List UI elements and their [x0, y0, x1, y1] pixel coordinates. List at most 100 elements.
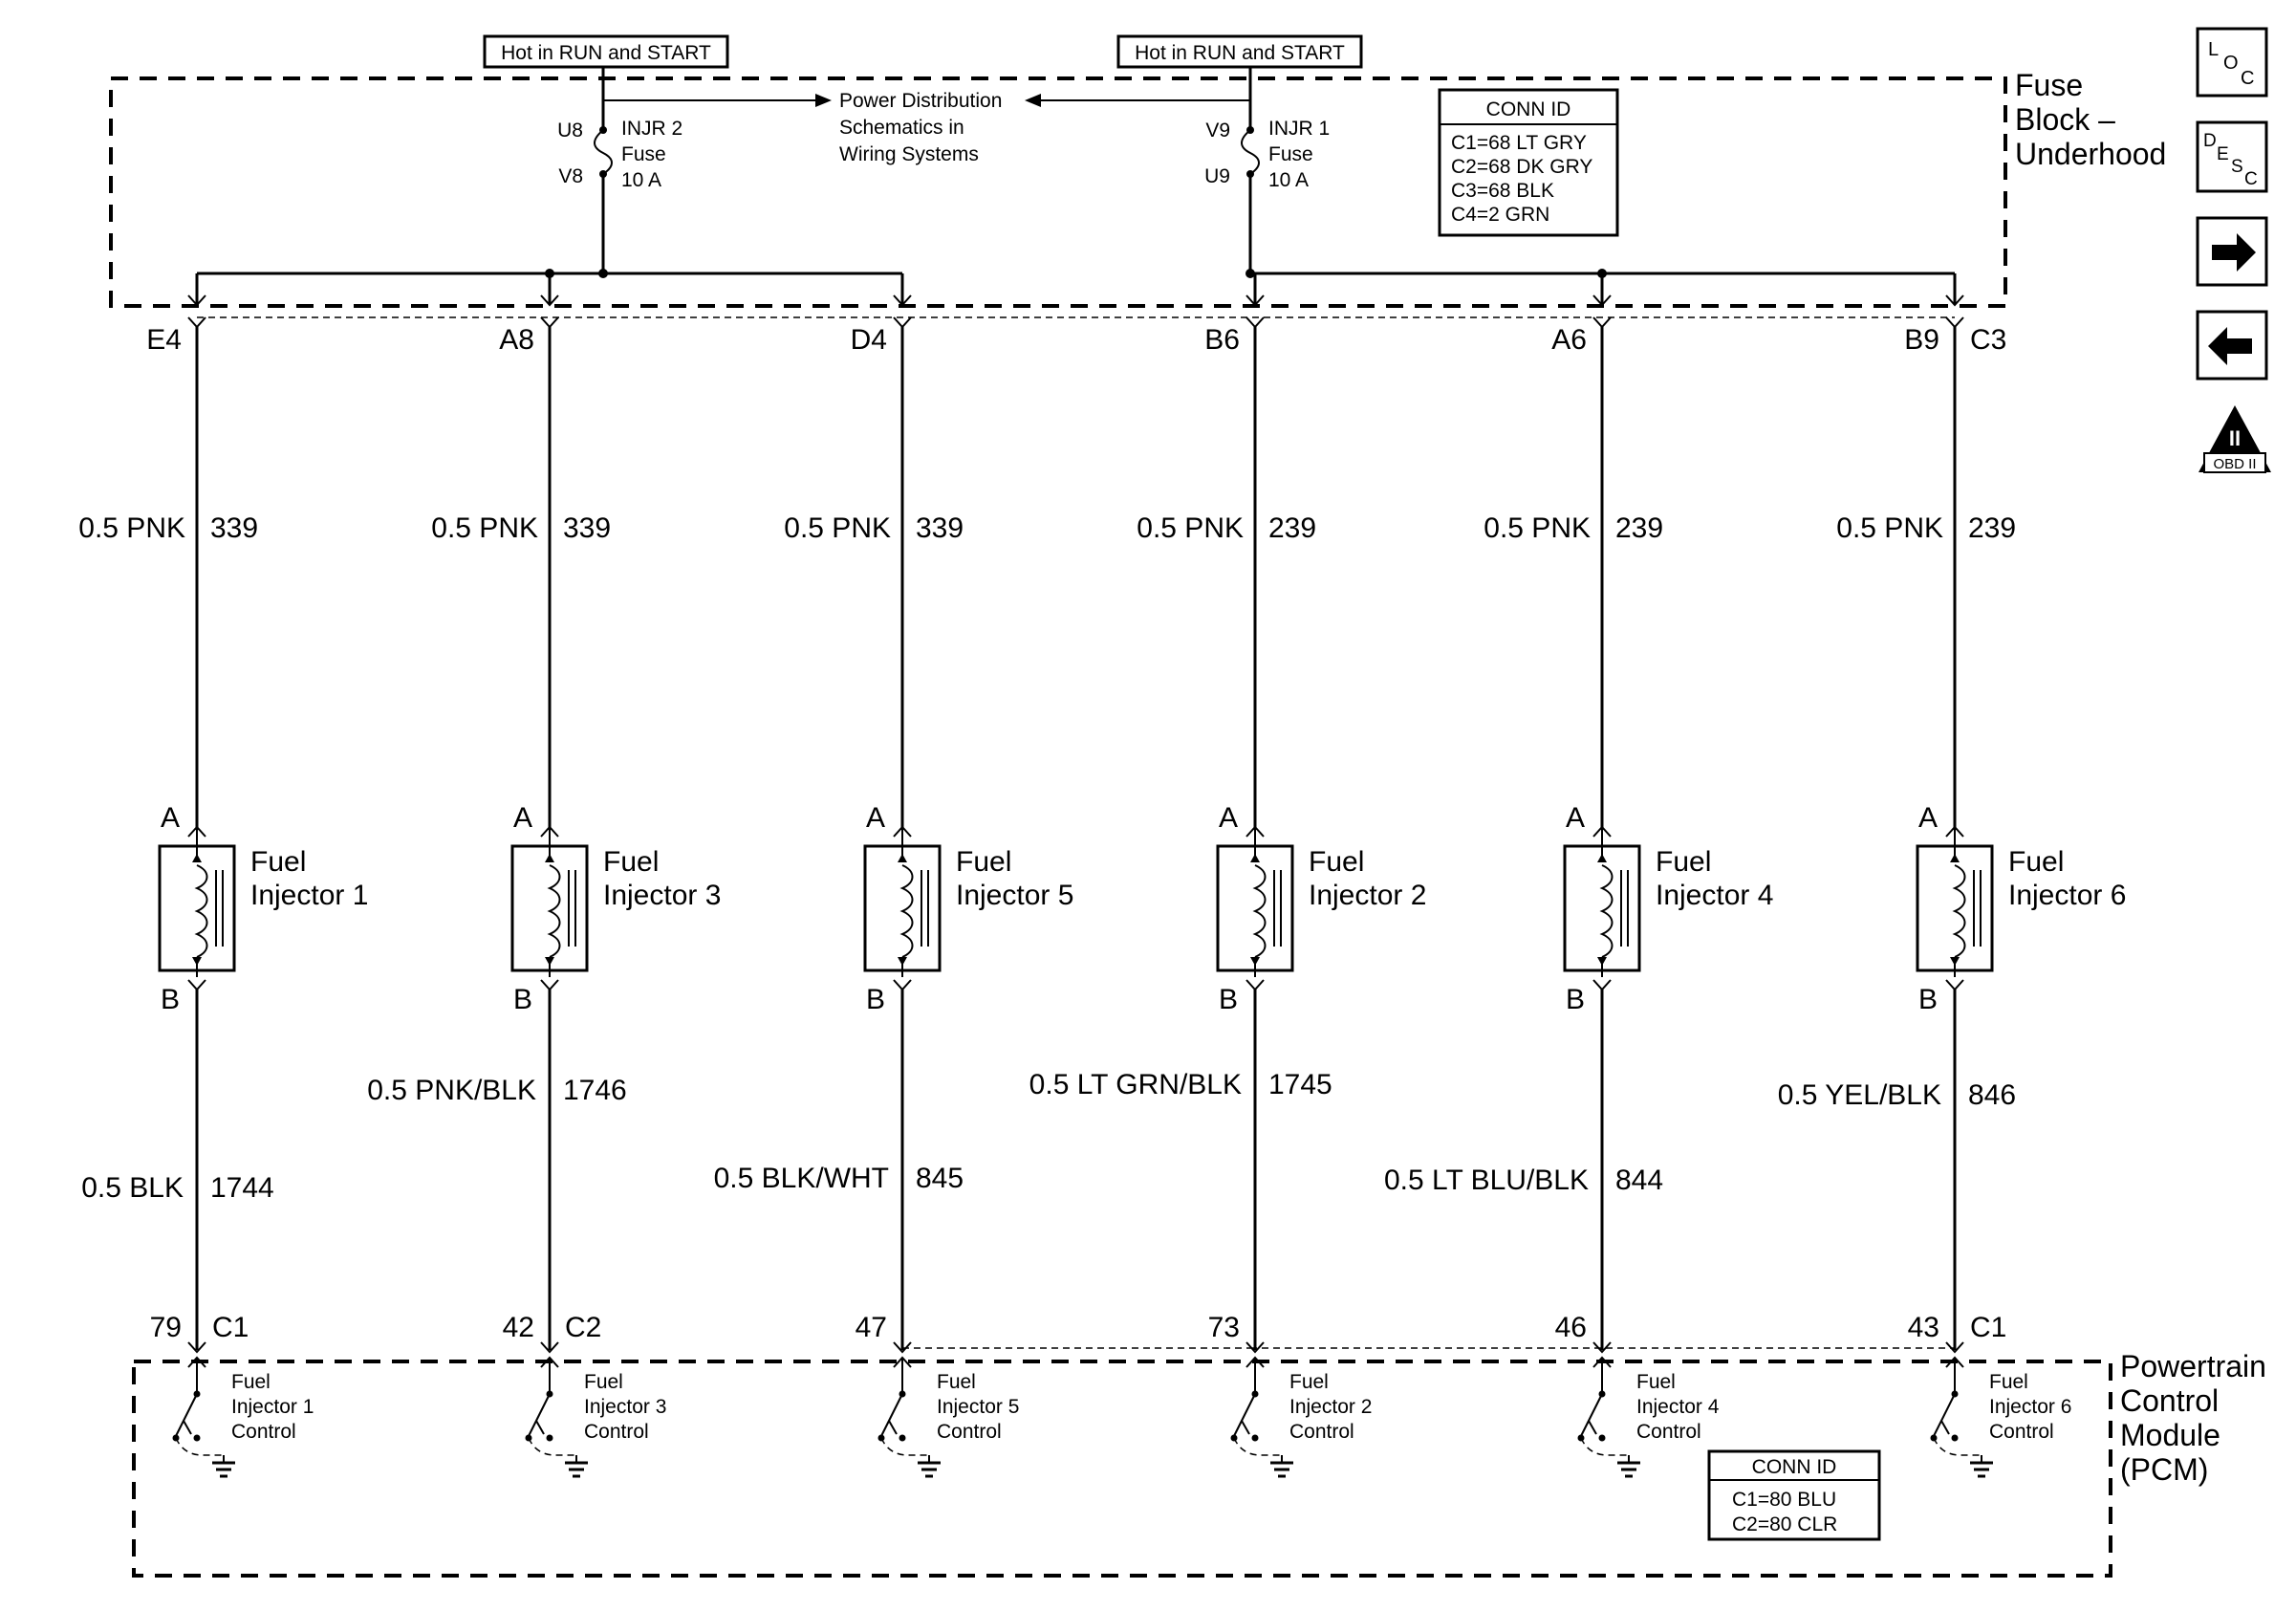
fuse-block-pin: A8	[499, 324, 534, 356]
injector-name-line-2: Injector 5	[956, 880, 1073, 911]
connector-terminal-icon	[1592, 316, 1612, 329]
fuse-left-bottom-pin: V8	[558, 165, 583, 187]
fuse-block-pin: B6	[1204, 324, 1240, 356]
fuse-injr2: U8 V8 INJR 2 Fuse 10 A	[557, 118, 682, 273]
obd-ii-button[interactable]: II OBD II	[2199, 405, 2271, 473]
connector-terminal-icon	[893, 316, 912, 329]
fuse-left-name: INJR 2	[621, 118, 682, 140]
fuse-block-label-2: Block –	[2015, 102, 2115, 137]
connector-terminal-icon	[1592, 825, 1612, 838]
connector-terminal-icon	[893, 825, 912, 838]
connector-terminal-icon	[1245, 316, 1265, 329]
switch-icon	[1233, 1393, 1256, 1437]
connector-terminal-icon	[540, 316, 559, 329]
control-wire-color: 0.5 PNK/BLK	[367, 1075, 536, 1106]
connector-terminal-icon	[1592, 979, 1612, 991]
control-label-line-2: Injector 4	[1636, 1396, 1720, 1418]
control-label-line-3: Control	[937, 1421, 1002, 1443]
next-button[interactable]	[2196, 216, 2268, 287]
description-button[interactable]: D E S C	[2196, 120, 2268, 193]
injector-pin-a: A	[513, 802, 532, 834]
control-wire-circuit: 1745	[1268, 1069, 1332, 1100]
arrow-right-icon	[2212, 233, 2256, 272]
control-wire-color: 0.5 LT GRN/BLK	[1029, 1069, 1242, 1100]
fuse-block-pin: B9	[1904, 324, 1939, 356]
fuse-injr1: V9 U9 INJR 1 Fuse 10 A	[1204, 118, 1330, 273]
power-wire-color: 0.5 PNK	[1484, 512, 1591, 544]
control-label-line-1: Fuel	[231, 1371, 271, 1393]
pcm-connector: C1	[1970, 1312, 2006, 1343]
control-label-line-3: Control	[1989, 1421, 2054, 1443]
previous-button[interactable]	[2196, 310, 2268, 381]
loc-icon-l: L	[2208, 39, 2219, 60]
fuse-block-underhood: Fuse Block – Underhood Hot in RUN and ST…	[109, 34, 2166, 308]
hot-label-right-box	[1116, 34, 1363, 69]
connector-terminal-icon	[1945, 979, 1964, 991]
control-label-line-3: Control	[1636, 1421, 1701, 1443]
power-wire-color: 0.5 PNK	[1836, 512, 1943, 544]
pcm-connector: C1	[212, 1312, 249, 1343]
injector-pin-a: A	[1566, 802, 1585, 834]
injector-name-line-1: Fuel	[1309, 846, 1364, 878]
connector-terminal-icon	[1592, 1341, 1612, 1354]
injector-pin-b: B	[1566, 984, 1585, 1015]
control-label-line-3: Control	[231, 1421, 296, 1443]
pcm-pin: 73	[1208, 1312, 1240, 1343]
fuse-left-top-pin: U8	[557, 120, 583, 142]
obd-roman: II	[2229, 426, 2241, 450]
fuse-icon	[1241, 129, 1260, 175]
pcm-pin: 47	[856, 1312, 887, 1343]
fuse-icon	[594, 129, 613, 175]
injector-name-line-1: Fuel	[1656, 846, 1711, 878]
power-dist-line-2: Schematics in	[839, 117, 964, 139]
pcm-label-4: (PCM)	[2120, 1452, 2208, 1487]
injector-name-line-1: Fuel	[2008, 846, 2064, 878]
fuse-right-name: INJR 1	[1268, 118, 1330, 140]
control-wire-circuit: 1744	[210, 1172, 274, 1204]
connector-terminal-icon	[187, 1341, 206, 1354]
fuse-block-label-3: Underhood	[2015, 137, 2166, 171]
hot-label-left: Hot in RUN and START	[501, 42, 711, 64]
conn-id-title: CONN ID	[1486, 98, 1571, 120]
location-button[interactable]: L O C	[2196, 27, 2268, 98]
connector-terminal-icon	[1245, 979, 1265, 991]
injector-name-line-1: Fuel	[956, 846, 1011, 878]
injector-pin-b: B	[513, 984, 532, 1015]
conn-id-line: C2=68 DK GRY	[1451, 156, 1592, 178]
connector-terminal-icon	[187, 316, 206, 329]
power-dist-line-1: Power Distribution	[839, 90, 1002, 112]
pcm-conn-id: CONN ID C1=80 BLU C2=80 CLR	[1707, 1449, 1881, 1541]
nav-icons: L O C D E S C II OBD II	[2196, 27, 2271, 473]
control-label-line-2: Injector 3	[584, 1396, 666, 1418]
switch-icon	[175, 1393, 198, 1437]
control-wire-circuit: 1746	[563, 1075, 627, 1106]
fuse-block-connector: C3	[1970, 324, 2006, 356]
power-wire-circuit: 339	[563, 512, 611, 544]
pcm-label-2: Control	[2120, 1383, 2219, 1418]
power-wire-color: 0.5 PNK	[1137, 512, 1244, 544]
injector-pin-a: A	[1219, 802, 1238, 834]
connector-terminal-icon	[187, 825, 206, 838]
loc-icon-c: C	[2241, 68, 2254, 89]
obd-text: OBD II	[2213, 456, 2256, 472]
coil-icon	[194, 864, 208, 958]
control-label-line-2: Injector 2	[1289, 1396, 1372, 1418]
fuse-right-rating: 10 A	[1268, 169, 1309, 191]
conn-id-line: C1=68 LT GRY	[1451, 132, 1587, 154]
injector-name-line-2: Injector 2	[1309, 880, 1426, 911]
conn-id-line: C3=68 BLK	[1451, 180, 1554, 202]
control-wire-circuit: 845	[916, 1163, 964, 1194]
coil-icon	[1952, 864, 1966, 958]
power-wire-color: 0.5 PNK	[784, 512, 891, 544]
pcm-pin: 46	[1555, 1312, 1587, 1343]
power-dist-line-3: Wiring Systems	[839, 143, 979, 165]
hot-label-right: Hot in RUN and START	[1135, 42, 1345, 64]
loc-icon-o: O	[2223, 53, 2239, 74]
injector-pin-a: A	[1918, 802, 1938, 834]
control-wire-color: 0.5 YEL/BLK	[1778, 1079, 1941, 1111]
injector-name-line-2: Injector 4	[1656, 880, 1773, 911]
